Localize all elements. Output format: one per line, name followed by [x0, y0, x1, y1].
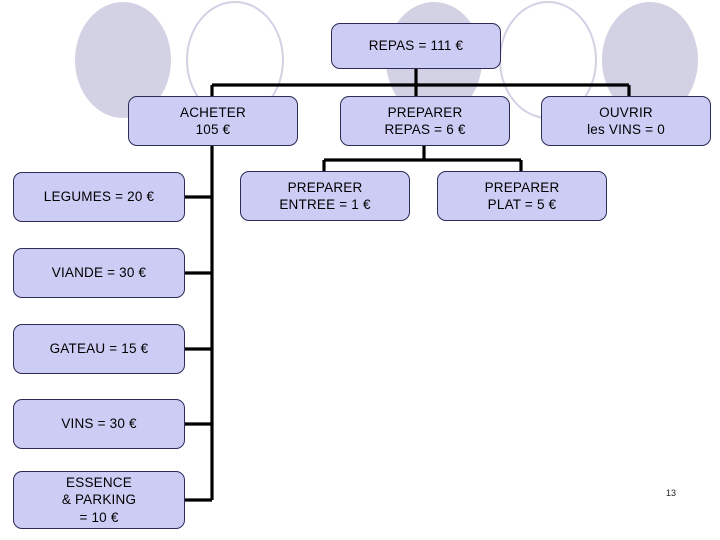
node-essence-et-parking-line-2: & PARKING	[61, 492, 137, 508]
node-vins[interactable]: VINS = 30 €	[13, 399, 185, 449]
node-ouvrir-les-vins[interactable]: OUVRIR les VINS = 0	[541, 96, 711, 146]
node-legumes[interactable]: LEGUMES = 20 €	[13, 172, 185, 222]
node-preparer-entree-line-2: ENTREE = 1 €	[279, 197, 371, 212]
node-ouvrir-les-vins-line-2: les VINS = 0	[587, 122, 665, 137]
node-repas-total[interactable]: REPAS = 111 €	[331, 23, 501, 69]
node-preparer-plat-line-1: PREPARER	[484, 179, 560, 195]
node-ouvrir-les-vins-line-1: OUVRIR	[599, 104, 653, 120]
node-gateau-line-1: GATEAU = 15 €	[49, 341, 149, 357]
node-acheter[interactable]: ACHETER 105 €	[128, 96, 298, 146]
node-repas-total-line-1: REPAS = 111 €	[368, 38, 464, 54]
node-viande-line-1: VIANDE = 30 €	[51, 265, 147, 281]
node-essence-et-parking[interactable]: ESSENCE & PARKING= 10 €	[13, 471, 185, 529]
node-legumes-line-1: LEGUMES = 20 €	[43, 189, 155, 205]
node-acheter-line-2: 105 €	[195, 122, 231, 137]
node-preparer-entree-line-1: PREPARER	[287, 179, 363, 195]
node-essence-et-parking-line-3: = 10 €	[79, 509, 119, 525]
node-viande[interactable]: VIANDE = 30 €	[13, 248, 185, 298]
page-number: 13	[665, 488, 676, 498]
node-gateau[interactable]: GATEAU = 15 €	[13, 324, 185, 374]
node-preparer-entree[interactable]: PREPARER ENTREE = 1 €	[240, 171, 410, 221]
node-preparer-repas[interactable]: PREPARER REPAS = 6 €	[340, 96, 510, 146]
node-preparer-repas-line-1: PREPARER	[387, 104, 463, 120]
node-preparer-plat-line-2: PLAT = 5 €	[487, 197, 557, 212]
node-acheter-line-1: ACHETER	[180, 104, 246, 120]
node-preparer-plat[interactable]: PREPARER PLAT = 5 €	[437, 171, 607, 221]
node-vins-line-1: VINS = 30 €	[61, 416, 137, 432]
node-essence-et-parking-line-1: ESSENCE	[66, 475, 132, 490]
node-preparer-repas-line-2: REPAS = 6 €	[384, 122, 466, 137]
